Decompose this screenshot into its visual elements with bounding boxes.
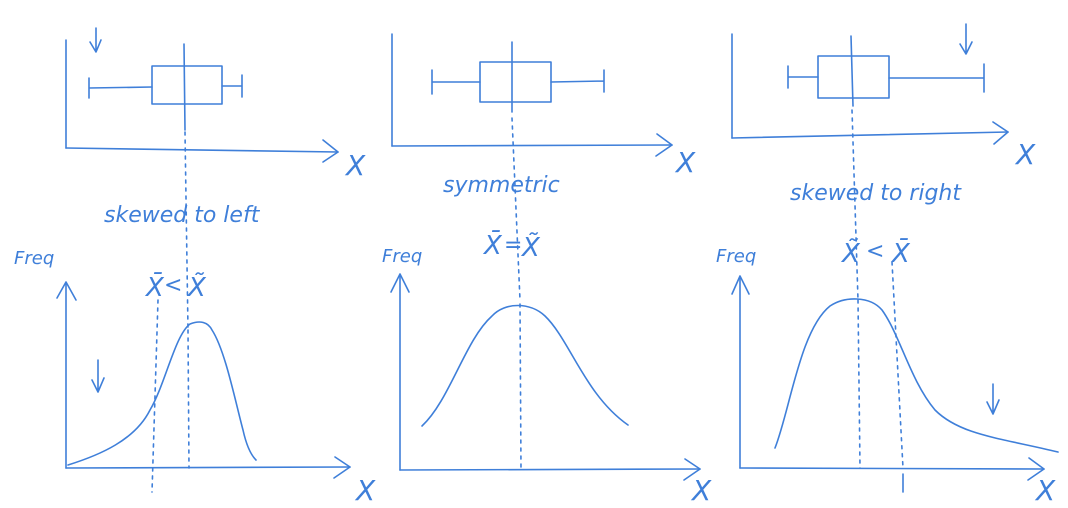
right-relation-median: X̃ — [840, 237, 861, 269]
right-median-line — [850, 35, 854, 107]
left-relation: X̄ < X̃ — [144, 271, 207, 303]
center-boxplot — [431, 41, 605, 113]
right-boxplot-x-arrowhead — [992, 121, 1009, 145]
left-relation-mean: X̄ — [144, 271, 165, 303]
right-median-line-lower — [857, 299, 861, 469]
center-freq-label: Freq — [382, 246, 422, 267]
center-symmetric-curve — [421, 304, 629, 427]
left-whisker-lower — [88, 77, 153, 99]
right-skewed-curve — [774, 298, 1059, 453]
right-boxplot — [787, 35, 985, 107]
left-freq-x-axis — [65, 466, 351, 469]
left-freq-x-label: X — [354, 474, 376, 507]
right-boxplot-x-label: X — [1014, 138, 1036, 171]
center-relation-mean: X̄ — [482, 229, 503, 261]
left-mean-line — [151, 299, 159, 493]
right-freq-x-arrowhead — [1027, 457, 1045, 481]
right-caption: skewed to right — [790, 181, 962, 206]
center-caption: symmetric — [443, 173, 560, 198]
center-whisker-lower — [431, 69, 481, 95]
center-boxplot-x-label: X — [674, 146, 696, 179]
left-median-line — [183, 43, 186, 131]
left-whisker-upper — [221, 74, 243, 98]
center-freq-y-arrowhead — [390, 273, 410, 293]
right-freq-y-arrowhead — [731, 275, 750, 295]
center-box — [479, 61, 552, 103]
left-boxplot-down-arrow-icon — [89, 27, 102, 53]
right-relation-mean: X̄ — [890, 237, 911, 269]
center-relation: X̄ = X̃ — [482, 229, 541, 263]
right-relation: X̃ < X̄ — [840, 237, 911, 269]
left-boxplot — [88, 43, 243, 131]
right-box — [817, 55, 890, 99]
left-freq-label: Freq — [14, 248, 54, 269]
right-relation-sign: < — [866, 239, 884, 264]
left-boxplot-x-label: X — [344, 149, 366, 182]
right-freq-x-axis — [739, 467, 1045, 470]
center-boxplot-x-axis — [391, 144, 673, 147]
panel-center — [390, 33, 701, 481]
center-freq-x-label: X — [690, 474, 712, 507]
panel-right — [731, 23, 1059, 493]
left-tail-arrow-icon — [91, 359, 105, 393]
center-freq-x-axis — [399, 468, 701, 471]
center-boxplot-x-arrowhead — [655, 133, 673, 157]
right-freq-x-label: X — [1034, 474, 1056, 507]
right-mean-line — [891, 261, 904, 469]
right-tail-arrow-icon — [986, 383, 1000, 415]
left-skewed-curve — [67, 321, 257, 466]
center-whisker-upper — [550, 69, 605, 93]
left-median-line-lower — [187, 329, 190, 469]
center-relation-sign: = — [504, 233, 522, 258]
right-freq-label: Freq — [716, 246, 756, 267]
center-median-guide — [511, 117, 521, 301]
left-median-guide — [184, 131, 189, 331]
right-whisker-lower — [787, 65, 819, 89]
left-relation-median: X̃ — [186, 271, 207, 303]
left-freq-x-arrowhead — [333, 456, 351, 479]
right-median-guide — [851, 109, 859, 301]
left-boxplot-x-axis — [65, 147, 339, 153]
panel-left — [56, 27, 351, 493]
left-caption: skewed to left — [104, 203, 261, 228]
right-boxplot-down-arrow-icon — [959, 23, 973, 55]
left-relation-sign: < — [164, 273, 182, 298]
center-relation-median: X̃ — [520, 231, 541, 263]
left-freq-y-arrowhead — [56, 281, 77, 301]
right-whisker-upper — [888, 63, 985, 93]
center-freq-x-arrowhead — [683, 458, 701, 481]
center-mean-median-line — [519, 303, 522, 471]
right-boxplot-x-axis — [731, 131, 1009, 139]
left-boxplot-x-arrowhead — [322, 139, 339, 163]
left-box — [151, 65, 223, 105]
